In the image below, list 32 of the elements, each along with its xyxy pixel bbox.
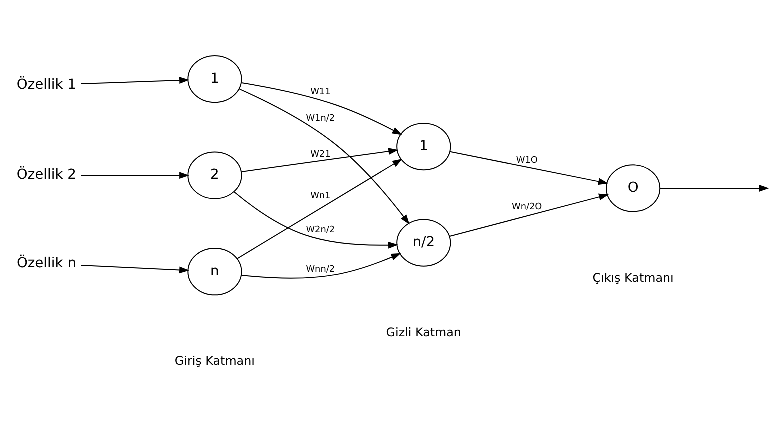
edge-label: W11 [310,86,331,97]
node-ellipse: 2 [188,151,242,199]
node-ellipse: 1 [188,54,242,103]
label: Gizli Katman [386,324,462,339]
edge-label: Wn1 [310,191,331,202]
edge-label: Wn/2O [512,202,542,212]
edge-label: Wnn/2 [306,264,336,275]
arrow [80,264,190,274]
arrow [660,184,770,192]
node-text: Özellik n [16,255,76,272]
edge-label: W21 [310,149,331,160]
edge-label: W1O [516,155,538,166]
arrow [236,158,403,259]
arrow [239,88,410,224]
arrow [450,150,608,185]
node-text: Özellik 1 [16,76,77,92]
edge-label: W1n/2 [306,114,336,124]
label: Giriş Katmanı [174,354,255,368]
node-ellipse: n/2 [396,218,452,266]
node-ellipse: 1 [396,122,452,170]
arrow [241,148,399,172]
arrow [80,76,190,84]
node-ellipse: O [606,164,661,212]
node-ellipse: n [188,248,242,296]
arrow [80,172,190,179]
edge-label: W2n/2 [306,224,336,235]
arrow [240,252,402,278]
arrow [241,82,402,135]
label: Çıkış Katmanı [592,270,674,284]
arrow [449,193,609,236]
node-text: Özellik 2 [16,166,77,183]
arrow [234,191,398,248]
